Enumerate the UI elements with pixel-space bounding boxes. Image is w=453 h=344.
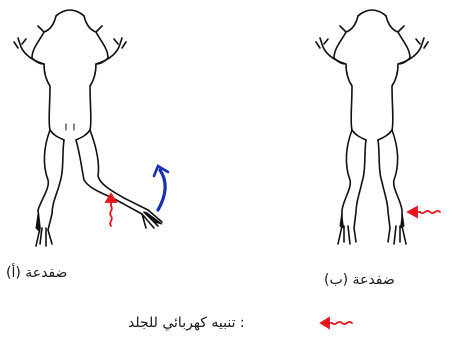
frog-a-label: ضفدعة (أ) <box>6 266 67 280</box>
frog-b-label: ضفدعة (ب) <box>324 273 395 287</box>
frog-b-figure <box>316 10 428 244</box>
squiggle-arrow-icon <box>106 194 116 226</box>
curved-arrow-icon <box>154 166 168 210</box>
legend-text: : تنبيه كهربائي للجلد <box>128 316 245 330</box>
squiggle-arrow-icon <box>408 207 440 217</box>
squiggle-arrow-icon <box>321 318 352 328</box>
frog-a-figure <box>14 10 162 246</box>
